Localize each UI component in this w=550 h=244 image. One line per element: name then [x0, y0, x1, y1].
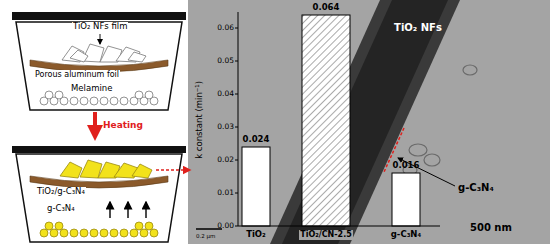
chart-label: 0.03	[217, 123, 234, 132]
chart-label: g-C₃N₄	[390, 230, 422, 240]
chart-label: g-C₃N₄	[458, 182, 494, 194]
node-text: Porous aluminum foil	[34, 70, 120, 79]
chart-label: TiO₂ NFs	[394, 22, 442, 34]
tem-image	[188, 0, 550, 244]
bar-chart	[235, 12, 440, 226]
chart-label: 0.04	[217, 90, 234, 99]
crucible-top	[12, 12, 186, 110]
chart-label: 500 nm	[470, 222, 512, 234]
crucible-bottom	[12, 146, 186, 242]
chart-label: 0.02	[217, 156, 234, 165]
node-text: TiO₂ NFs film	[72, 22, 128, 32]
pointer-arrow	[156, 169, 190, 171]
chart-label: 0.064	[313, 3, 340, 13]
chart-label: 0.00	[217, 222, 234, 231]
crucible-node: TiO₂/g-C₃N₄ g-C₃N₄	[10, 138, 188, 244]
chart-label: 0.01	[217, 189, 234, 198]
chart-label: 0.024	[243, 135, 270, 145]
node-text: Melamine	[70, 84, 113, 94]
chart-label: 0.2 μm	[196, 233, 215, 239]
chart-label: TiO₂/CN-2.5	[299, 230, 352, 239]
crucible-node: TiO₂ NFs filmPorous aluminum foilMelamin…	[10, 2, 188, 112]
axis-title: k constant (min⁻¹)	[195, 81, 205, 159]
process-arrow	[93, 112, 97, 137]
node-text: g-C₃N₄	[46, 204, 76, 214]
node-text: TiO₂/g-C₃N₄	[36, 187, 86, 197]
chart-label: TiO₂	[245, 230, 267, 240]
chart-label: 0.06	[217, 24, 234, 33]
chart-label: 0.016	[393, 161, 420, 171]
edge-label: Heating	[103, 120, 143, 130]
chart-label: 0.05	[217, 57, 234, 66]
